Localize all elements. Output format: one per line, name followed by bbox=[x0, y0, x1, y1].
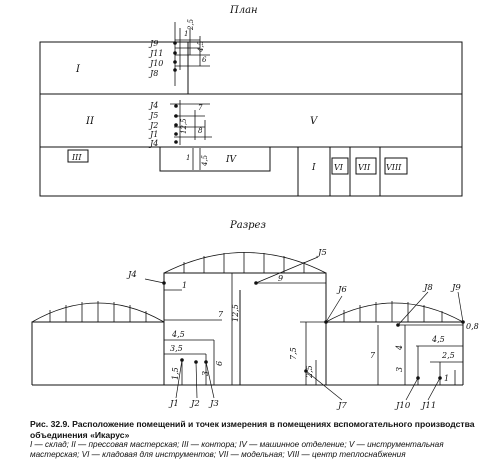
plan-point-label: J5 bbox=[148, 111, 158, 120]
plan-measure-points bbox=[173, 41, 178, 144]
plan-room-iv: IV bbox=[225, 155, 238, 165]
section-dim-label: 2,5 bbox=[441, 351, 455, 360]
plan-lower-dimensions bbox=[170, 100, 212, 170]
plan-point-label: J2 bbox=[148, 121, 158, 130]
plan-room-viii: VIII bbox=[386, 163, 402, 172]
section-point-labels: J4 J5 J6 J8 J9 J1 J2 J3 J7 J10 J11 bbox=[126, 248, 461, 411]
section-light-curves bbox=[31, 252, 464, 323]
section-dim-label: 0,8 bbox=[466, 322, 479, 331]
plan-dim-label: 1 bbox=[186, 154, 190, 162]
plan-outline bbox=[39, 41, 463, 197]
section-title: Разрез bbox=[229, 220, 266, 231]
plan-upper-dimensions bbox=[174, 22, 210, 86]
plan-room-v: V bbox=[310, 116, 319, 127]
section-point-j5: J5 bbox=[316, 248, 327, 258]
section-measure-points bbox=[162, 281, 465, 380]
section-point-j1: J1 bbox=[168, 399, 179, 409]
section-dim-labels: 1 9 12,5 7 4,5 3,5 6 1,5 3 7,5 2,5 7 4 4… bbox=[170, 274, 479, 383]
plan-dim-label: 4,5 bbox=[197, 40, 205, 53]
section-dim-label: 7 bbox=[218, 310, 224, 319]
plan-dim-label: 12,5 bbox=[180, 118, 188, 134]
section-outline bbox=[31, 272, 464, 386]
plan-point-label: J1 bbox=[148, 130, 158, 139]
plan-dim-label: 7 bbox=[198, 104, 203, 112]
plan-room-iii: III bbox=[71, 153, 82, 162]
section-point-j10: J10 bbox=[394, 401, 411, 411]
section-point-j2: J2 bbox=[189, 399, 200, 409]
plan-dim-label: 4,5 bbox=[201, 154, 209, 167]
caption-title: Рис. 32.9. Расположение помещений и точе… bbox=[30, 419, 475, 440]
plan-room-iii-box bbox=[67, 149, 89, 163]
plan-point-label: J9 bbox=[148, 39, 158, 48]
section-point-j6: J6 bbox=[336, 285, 347, 295]
section-point-j4: J4 bbox=[126, 270, 137, 280]
section-point-j11: J11 bbox=[420, 401, 436, 411]
plan-dim-label: 2,5 bbox=[187, 18, 195, 31]
section-dim-label: 3 bbox=[395, 367, 404, 372]
section-dim-label: 4,5 bbox=[171, 330, 185, 339]
plan-lower-dim-labels: 7 12,5 8 1 4,5 bbox=[180, 104, 209, 167]
section-leaders bbox=[144, 256, 464, 401]
plan-room-vi-box bbox=[331, 157, 349, 175]
figure-caption: Рис. 32.9. Расположение помещений и точе… bbox=[30, 419, 482, 461]
plan-upper-dim-labels: 1 2,5 4,5 6 bbox=[184, 18, 207, 64]
section-dim-label: 3,5 bbox=[170, 344, 183, 353]
plan-room-vii: VII bbox=[358, 163, 371, 172]
section-dim-label: 7,5 bbox=[289, 347, 298, 360]
plan-room-viii-box bbox=[384, 157, 408, 175]
section-dim-label: 1 bbox=[182, 281, 187, 290]
plan-lower-point-labels: J4 J5 J2 J1 J4 bbox=[148, 101, 158, 148]
section-dim-label: 6 bbox=[215, 361, 224, 366]
plan-room-i: I bbox=[75, 64, 81, 75]
section-point-j8: J8 bbox=[422, 283, 433, 293]
section-point-j7: J7 bbox=[336, 401, 347, 411]
plan-point-label: J4 bbox=[148, 139, 158, 148]
section-dim-label: 7 bbox=[370, 351, 376, 360]
plan-room-iv-box bbox=[159, 146, 271, 172]
plan-dim-label: 8 bbox=[198, 127, 203, 135]
plan-room-i-2: I bbox=[311, 163, 316, 173]
caption-legend: I — склад; II — прессовая мастерская; II… bbox=[30, 440, 444, 460]
section-dim-label: 1 bbox=[444, 374, 449, 383]
section-dim-label: 4,5 bbox=[431, 335, 445, 344]
section-dim-label: 2,5 bbox=[305, 365, 314, 379]
section-point-j9: J9 bbox=[450, 283, 461, 293]
plan-point-label: J10 bbox=[148, 59, 163, 68]
section-point-j3: J3 bbox=[208, 399, 219, 409]
section-dimensions bbox=[163, 273, 463, 385]
plan-dim-label: 1 bbox=[184, 30, 188, 38]
plan-title: План bbox=[229, 5, 258, 16]
plan-point-label: J8 bbox=[148, 69, 158, 78]
plan-point-label: J11 bbox=[148, 49, 163, 58]
plan-room-vii-box bbox=[355, 157, 377, 175]
section-dim-label: 9 bbox=[278, 274, 283, 283]
section-dim-label: 1,5 bbox=[171, 367, 180, 380]
section-dim-label: 3 bbox=[201, 371, 210, 376]
plan-room-vi: VI bbox=[334, 163, 344, 172]
plan-upper-point-labels: J9 J11 J10 J8 bbox=[148, 39, 163, 78]
plan-dim-label: 6 bbox=[202, 56, 207, 64]
section-dim-label: 12,5 bbox=[231, 304, 240, 322]
plan-and-section-drawing: План I II III IV V I VI VII VIII J9 J11 … bbox=[31, 5, 479, 411]
section-dim-label: 4 bbox=[395, 345, 404, 351]
plan-room-ii: II bbox=[85, 116, 95, 127]
plan-point-label: J4 bbox=[148, 101, 158, 110]
